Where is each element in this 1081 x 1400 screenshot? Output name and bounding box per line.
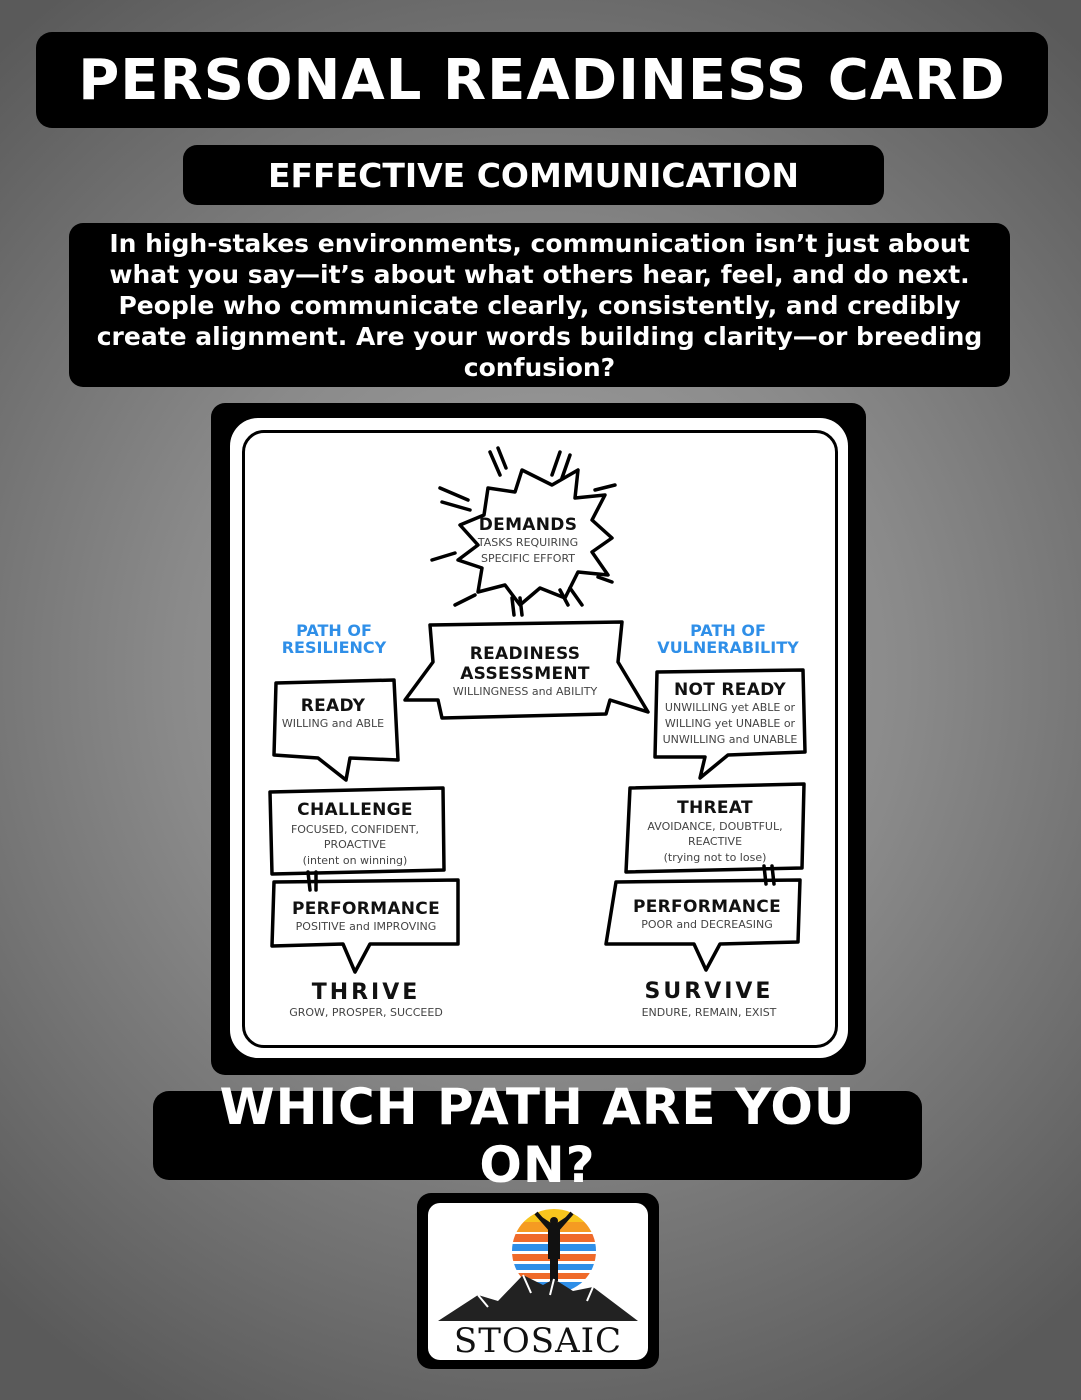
ready-sub: WILLING and ABLE xyxy=(281,717,385,730)
assessment-title: ASSESSMENT xyxy=(460,664,590,684)
path-resiliency-label: RESILIENCY xyxy=(281,638,387,657)
challenge-title: CHALLENGE xyxy=(297,800,413,820)
intro-text: In high-stakes environments, communicati… xyxy=(69,223,1010,387)
ready-title: READY xyxy=(300,696,366,716)
threat-title: THREAT xyxy=(677,798,753,818)
assessment-banner xyxy=(403,620,650,720)
path-vulnerability-label: VULNERABILITY xyxy=(657,638,799,657)
diagram-border xyxy=(242,430,838,1048)
thrive-title: THRIVE xyxy=(311,980,421,1005)
not-ready-line: UNWILLING and UNABLE xyxy=(662,733,798,746)
path-vulnerability-label: PATH OF xyxy=(690,621,766,640)
demands-line: SPECIFIC EFFORT xyxy=(480,552,576,565)
threat-line: REACTIVE xyxy=(687,835,743,848)
not-ready-line: WILLING yet UNABLE or xyxy=(664,717,796,730)
ready-bubble xyxy=(272,678,400,782)
path-resiliency-label: PATH OF xyxy=(296,621,372,640)
performance-right-sub: POOR and DECREASING xyxy=(641,918,773,931)
performance-left-title: PERFORMANCE xyxy=(291,899,441,919)
challenge-line: FOCUSED, CONFIDENT, xyxy=(290,823,420,836)
not-ready-line: UNWILLING yet ABLE or xyxy=(664,701,796,714)
page-title: PERSONAL READINESS CARD xyxy=(36,32,1048,128)
demands-starburst-icon xyxy=(430,446,617,617)
threat-line: AVOIDANCE, DOUBTFUL, xyxy=(647,820,783,833)
performance-left-bubble xyxy=(270,878,460,974)
thrive-sub: GROW, PROSPER, SUCCEED xyxy=(289,1006,443,1019)
logo-text: STOSAIC xyxy=(453,1321,623,1360)
performance-right-bubble xyxy=(604,878,802,972)
performance-left-sub: POSITIVE and IMPROVING xyxy=(295,920,437,933)
logo: STOSAIC xyxy=(428,1203,648,1360)
challenge-line: PROACTIVE xyxy=(323,838,387,851)
challenge-line: (intent on winning) xyxy=(302,854,408,867)
assessment-sub: WILLINGNESS and ABILITY xyxy=(452,685,598,698)
challenge-box xyxy=(268,786,446,876)
question-banner: WHICH PATH ARE YOU ON? xyxy=(153,1078,922,1194)
not-ready-title: NOT READY xyxy=(674,680,786,700)
threat-line: (trying not to lose) xyxy=(663,851,767,864)
threat-box xyxy=(624,782,806,874)
survive-sub: ENDURE, REMAIN, EXIST xyxy=(641,1006,777,1019)
demands-line: TASKS REQUIRING xyxy=(477,536,579,549)
performance-right-title: PERFORMANCE xyxy=(632,897,782,917)
section-subtitle: EFFECTIVE COMMUNICATION xyxy=(183,145,884,205)
demands-title: DEMANDS xyxy=(478,515,578,535)
survive-title: SURVIVE xyxy=(644,979,774,1004)
sunset-mountain-icon xyxy=(438,1209,638,1321)
not-ready-bubble xyxy=(653,668,807,780)
assessment-title: READINESS xyxy=(469,644,581,664)
